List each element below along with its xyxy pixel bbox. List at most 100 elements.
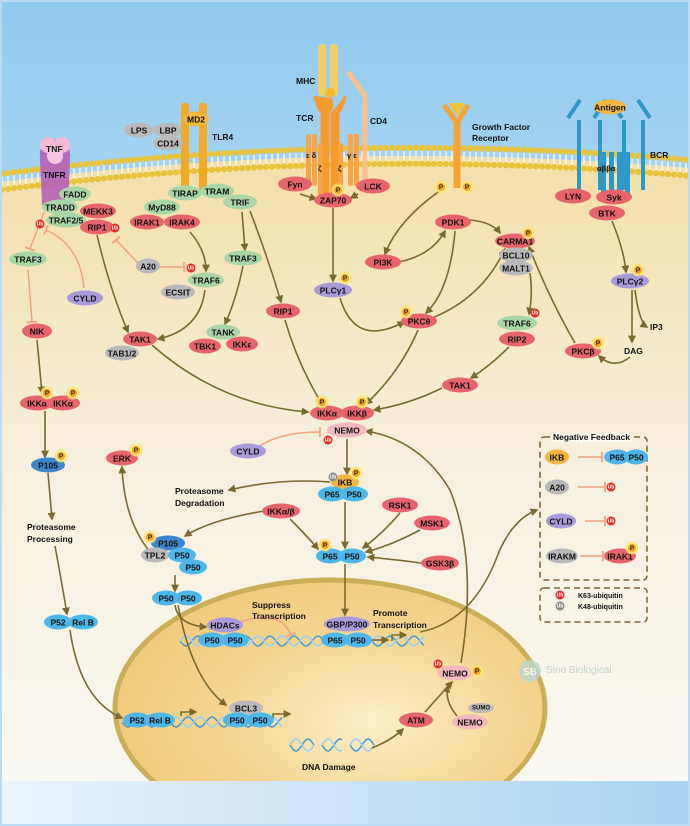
node-label: MEKK3 xyxy=(83,207,113,217)
node-p50: P50 xyxy=(340,486,368,502)
label-cd4: CD4 xyxy=(370,116,387,126)
node-label: BTK xyxy=(598,209,616,219)
activation-arrow xyxy=(419,508,539,633)
node-shape xyxy=(497,315,537,331)
dna-damage-fragment xyxy=(289,738,315,752)
node-label: TAK1 xyxy=(449,381,471,391)
k63-ubiquitin-icon: Ub xyxy=(606,516,616,526)
node-shape xyxy=(399,712,433,728)
node-p50: P50 xyxy=(221,632,249,648)
svg-text:Ub: Ub xyxy=(188,265,195,271)
node-shape xyxy=(442,377,478,393)
inhibition-line xyxy=(24,211,45,252)
node-label: LYN xyxy=(565,192,581,202)
phosphorylation-badge: P xyxy=(460,180,474,194)
label-gfr-line2: Receptor xyxy=(472,133,510,143)
node-pkc-: PKCθ xyxy=(401,313,437,329)
activation-arrow xyxy=(54,545,70,616)
node-shape xyxy=(435,214,471,230)
node-shape xyxy=(555,188,591,204)
inhibition-line xyxy=(239,616,297,638)
node-pdk1: PDK1 xyxy=(435,214,471,230)
phosphorylation-badge: P xyxy=(591,336,605,350)
activation-arrow xyxy=(249,210,284,304)
node-label: CARMA1 xyxy=(497,237,534,247)
node-label: P50 xyxy=(174,551,189,561)
activation-arrow xyxy=(526,272,535,316)
svg-text:P: P xyxy=(404,309,409,316)
node-p50: P50 xyxy=(174,590,202,606)
node-shape xyxy=(266,303,300,319)
node-irakm: IRAKM xyxy=(546,548,578,564)
node-shape xyxy=(68,614,98,630)
activation-arrow xyxy=(371,727,405,749)
node-p50: P50 xyxy=(198,632,226,648)
phosphorylation-badge: P xyxy=(66,386,80,400)
node-shape xyxy=(468,703,494,713)
node-trif: TRIF xyxy=(223,194,257,210)
node-label: PLCγ1 xyxy=(320,286,347,296)
node-label: PLCγ2 xyxy=(617,277,644,287)
phosphorylation-badge: P xyxy=(129,443,143,457)
node-label: BCL10 xyxy=(503,251,530,261)
node-label: TRIF xyxy=(231,198,250,208)
activation-arrow xyxy=(151,344,310,416)
node-ecsit: ECSIT xyxy=(161,284,195,300)
node-nik: NIK xyxy=(22,323,52,339)
node-label: P52 xyxy=(50,618,65,628)
node-nemo: NEMO xyxy=(437,665,473,681)
node-shape xyxy=(80,219,114,235)
node-tradd: TRADD xyxy=(42,199,78,215)
node-shape xyxy=(321,632,349,648)
node-cyld: CYLD xyxy=(67,290,103,306)
node-label: PI3K xyxy=(374,258,394,268)
node-shape xyxy=(421,555,459,571)
node-shape xyxy=(565,343,601,359)
node-traf2-5: TRAF2/5 xyxy=(46,212,86,228)
label-promote-1: Promote xyxy=(373,608,408,618)
node-sumo: SUMO xyxy=(468,703,494,713)
activation-arrow xyxy=(398,229,446,263)
activation-arrow xyxy=(611,220,630,274)
node-label: TIRAP xyxy=(172,189,198,199)
node-label: GSK3β xyxy=(426,559,454,569)
svg-text:Sino Biological: Sino Biological xyxy=(546,665,612,676)
svg-text:P: P xyxy=(596,340,601,347)
node-label: P50 xyxy=(350,636,365,646)
growth-factor-ligand xyxy=(449,103,465,117)
label-ip3: IP3 xyxy=(650,322,663,332)
node-label: SUMO xyxy=(472,706,490,712)
node-shape xyxy=(46,212,86,228)
activation-arrow xyxy=(442,684,458,717)
node-pkc-: PKCβ xyxy=(565,343,601,359)
node-shape xyxy=(44,614,72,630)
activation-arrow xyxy=(364,329,419,406)
k63-ubiquitin-icon: Ub xyxy=(530,308,540,318)
phosphorylation-badge: P xyxy=(349,466,363,480)
node-label: TRAF2/5 xyxy=(49,216,84,226)
node-shape xyxy=(183,111,209,127)
node-lbp: LBP xyxy=(154,122,182,138)
node-rip1: RIP1 xyxy=(266,303,300,319)
node-shape xyxy=(136,258,160,274)
node-ikk-: IKKβ xyxy=(340,405,374,421)
node-rel-b: Rel B xyxy=(145,712,175,728)
label-tcr-z2: ζ xyxy=(338,164,342,173)
node-label: CYLD xyxy=(549,517,572,527)
node-p65: P65 xyxy=(318,486,346,502)
label-proteasome-processing-1: Proteasome xyxy=(27,522,76,532)
phosphorylation-badge: P xyxy=(399,305,413,319)
node-label: ECSIT xyxy=(165,288,191,298)
node-label: P50 xyxy=(204,636,219,646)
svg-text:Ub: Ub xyxy=(435,661,442,667)
label-proteasome-degradation-1: Proteasome xyxy=(175,486,224,496)
node-shape xyxy=(316,548,344,564)
node-md2: MD2 xyxy=(183,111,209,127)
node-label: Fyn xyxy=(287,180,302,190)
node-tak1: TAK1 xyxy=(123,331,157,347)
node-shape xyxy=(230,443,266,459)
node-shape xyxy=(164,214,200,230)
phosphorylation-badge: P xyxy=(331,183,345,197)
node-p50: P50 xyxy=(246,712,274,728)
activation-arrow xyxy=(47,472,56,521)
